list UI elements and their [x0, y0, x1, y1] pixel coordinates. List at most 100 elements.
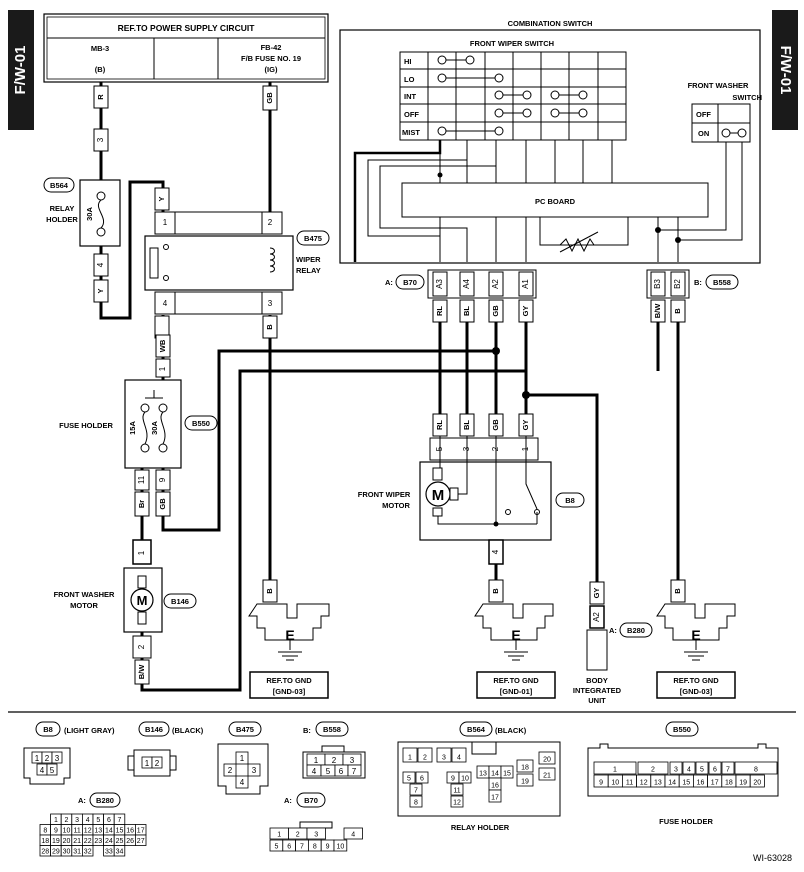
switch-row-hi: HI	[404, 57, 412, 66]
b280-pin-label: 30	[63, 849, 71, 856]
page-tag-right: F/W-01	[772, 10, 798, 130]
relay-holder-connector-badge: B564	[43, 177, 75, 193]
b70-pin-label: 9	[326, 844, 330, 851]
b550-pin-label: 9	[599, 780, 603, 787]
b70-prefix: A:	[385, 278, 393, 287]
b70-pin-cell	[306, 827, 326, 840]
b564-pin-label: 12	[453, 800, 461, 807]
svg-text:1: 1	[240, 754, 245, 763]
b564-pin-cell	[436, 747, 452, 763]
svg-text:1: 1	[314, 756, 319, 765]
svg-text:A:: A:	[284, 796, 292, 805]
svg-text:3: 3	[55, 754, 60, 763]
switch-row-lo: LO	[404, 75, 415, 84]
b564-pin-label: 21	[543, 773, 551, 780]
b280-pin-a2: A2	[592, 612, 601, 622]
wiper-relay-pin-1: 1	[163, 218, 168, 227]
connector-view-b475: B475 1 2 3 4	[217, 721, 269, 795]
fuse-holder-pin-11: 11	[137, 475, 146, 484]
wiper-relay-wire-b: B	[265, 324, 274, 330]
b564-pin-cell	[450, 795, 464, 808]
b550-pin-label: 20	[753, 780, 761, 787]
power-supply-mb-color: (B)	[95, 65, 106, 74]
b550-pin-label: 6	[713, 767, 717, 774]
washer-motor-pin-1: 1	[137, 550, 146, 555]
power-supply-ig: (IG)	[265, 65, 278, 74]
b558-wire-b: B	[673, 308, 682, 314]
b70-pin-a1: A1	[521, 279, 530, 289]
b280-connector-badge: B280	[619, 622, 653, 638]
ground-c-wire: B	[673, 588, 682, 594]
svg-text:2: 2	[332, 756, 337, 765]
combination-switch-title: COMBINATION SWITCH	[508, 19, 593, 28]
svg-text:6: 6	[339, 767, 344, 776]
junction-dots	[492, 347, 530, 399]
b70-pin-label: 6	[287, 844, 291, 851]
svg-text:B8: B8	[43, 725, 53, 734]
b280-pin-label: 6	[107, 817, 111, 824]
svg-text:7: 7	[352, 767, 357, 776]
fuse-holder-connector-badge: B550	[184, 415, 218, 431]
b70-pin-label: 8	[313, 844, 317, 851]
svg-text:B70: B70	[304, 796, 318, 805]
b564-pin-label: 3	[442, 755, 446, 762]
svg-text:4: 4	[240, 778, 245, 787]
svg-text:B70: B70	[403, 278, 417, 287]
b564-pin-label: 5	[407, 776, 411, 783]
b550-pin-cell	[708, 761, 722, 775]
b564-pin-label: 10	[461, 776, 469, 783]
b280-pin-label: 10	[63, 828, 71, 835]
svg-text:B550: B550	[673, 725, 691, 734]
fuse-holder-fuse-30a: 30A	[150, 421, 159, 435]
ground-b-e: E	[511, 627, 520, 643]
relay-holder-pin-top: 3	[96, 137, 105, 142]
b280-pin-label: 28	[41, 849, 49, 856]
switch-row-int: INT	[404, 92, 417, 101]
b550-pin-cell	[695, 761, 709, 775]
combination-switch-junctions	[437, 172, 681, 243]
b564-pin-cell	[450, 783, 464, 796]
b564-pin-label: 2	[423, 755, 427, 762]
svg-text:B558: B558	[713, 278, 731, 287]
b564-pin-cell	[417, 747, 433, 763]
svg-text:B564: B564	[467, 725, 486, 734]
svg-text:B8: B8	[565, 496, 575, 505]
gnd03-b-line2: [GND-03]	[680, 687, 713, 696]
fuse-holder-wire-gb: GB	[158, 498, 167, 510]
fuse-holder-pin-9: 9	[158, 477, 167, 482]
svg-text:B550: B550	[192, 419, 210, 428]
wiper-relay-label-1: WIPER	[296, 255, 321, 264]
b550-pin-cell	[721, 761, 735, 775]
b564-pin-label: 11	[453, 788, 460, 795]
b550-pin-label: 17	[711, 780, 719, 787]
b550-pin-label: 12	[640, 780, 648, 787]
b564-pin-label: 4	[457, 755, 461, 762]
svg-text:B280: B280	[96, 796, 114, 805]
b550-pin-cell	[637, 761, 669, 775]
b70-pin-a3: A3	[435, 279, 444, 289]
b550-pin-label: 8	[754, 767, 758, 774]
washer-switch-title-2: SWITCH	[732, 93, 762, 102]
b550-pin-label: 3	[674, 767, 678, 774]
svg-text:2: 2	[155, 759, 160, 768]
b70-pin-label: 2	[296, 832, 300, 839]
b550-pin-label: 11	[626, 780, 633, 787]
b280-pin-label: 11	[73, 828, 80, 835]
power-supply-fuse: F/B FUSE NO. 19	[241, 54, 301, 63]
b564-pin-cell	[488, 789, 502, 803]
wiper-relay-pin-3: 3	[268, 299, 273, 308]
washer-motor-wire-bw: B/W	[137, 664, 146, 680]
ground-c-e: E	[691, 627, 700, 643]
washer-motor-connector-badge: B146	[163, 593, 197, 609]
svg-text:B475: B475	[304, 234, 322, 243]
relay-holder-wire-bottom: Y	[96, 288, 105, 293]
b564-pin-cell	[538, 751, 556, 765]
b564-pin-label: 15	[503, 771, 511, 778]
b70-connector-badge: B70	[395, 274, 425, 290]
b550-pin-cell	[682, 761, 696, 775]
b70-pin-a4: A4	[462, 279, 471, 289]
svg-text:1: 1	[145, 759, 150, 768]
b280-pin-label: 8	[43, 828, 47, 835]
b564-pin-label: 13	[479, 771, 487, 778]
